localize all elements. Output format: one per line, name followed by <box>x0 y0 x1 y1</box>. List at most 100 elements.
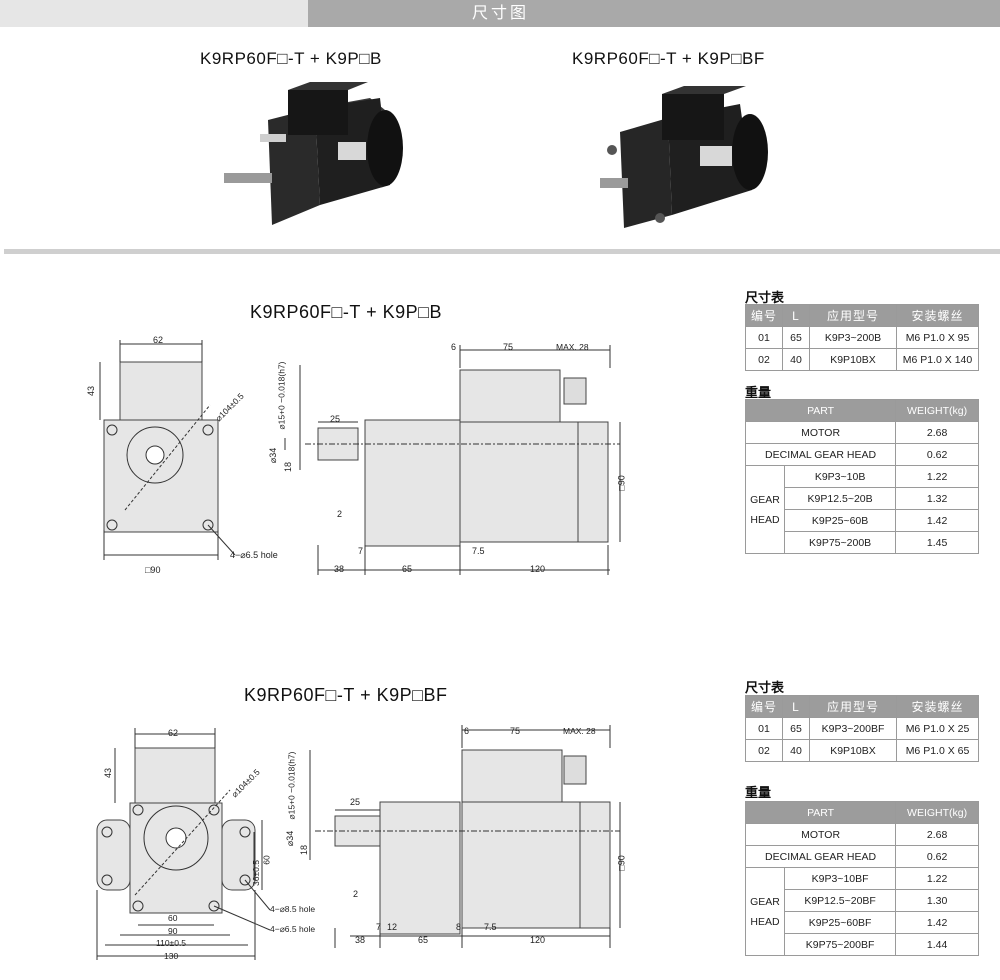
d2-d65: 65 <box>418 935 429 945</box>
d1-d34: ⌀34 <box>268 447 279 464</box>
d2-len25: 25 <box>350 797 361 807</box>
cable-gland <box>563 755 587 785</box>
d2-d34: ⌀34 <box>285 830 296 847</box>
t2-wh1: WEIGHT(kg) <box>895 801 979 824</box>
d2-b130: 130 <box>164 951 179 961</box>
d2-b90: 90 <box>168 926 178 936</box>
terminal-box-side <box>461 749 563 803</box>
t1-weight-title: 重量 <box>745 385 772 400</box>
d1-max28: MAX. 28 <box>556 342 589 352</box>
d2-hole85: 4−⌀8.5 hole <box>270 904 316 914</box>
d2-w62: 62 <box>168 728 179 738</box>
d1-w62: 62 <box>153 335 164 345</box>
top-model-left: K9RP60F□-T + K9P□B <box>200 49 382 68</box>
gear-head-side <box>364 419 461 547</box>
d1-side90: □90 <box>616 475 627 491</box>
d2-d2: 2 <box>353 889 359 899</box>
header-title: 尺寸图 <box>472 5 530 22</box>
d2-d6: 6 <box>464 726 470 736</box>
d2-d36: 36±0.5 <box>250 860 261 886</box>
t2-weight-title: 重量 <box>745 785 772 800</box>
motor-body-side <box>459 421 579 543</box>
gear-flange-front <box>129 802 223 914</box>
t1-h3: 安装螺丝 <box>896 304 979 327</box>
section-divider <box>4 249 1000 254</box>
d2-d7_5: 7.5 <box>484 922 497 932</box>
d1-d6: 6 <box>451 342 457 352</box>
d2-d18: 18 <box>299 844 310 856</box>
t1-wh1: WEIGHT(kg) <box>895 399 979 422</box>
d1-shaft: ⌀15+0 −0.018(h7) <box>276 361 287 430</box>
d2-d60: 60 <box>261 855 272 865</box>
d1-hole: 4−⌀6.5 hole <box>230 550 278 560</box>
d2-side90: □90 <box>616 855 627 871</box>
d2-d120: 120 <box>530 935 546 945</box>
diagram1-drawing <box>99 340 621 575</box>
diagram1-title: K9RP60F□-T + K9P□B <box>250 302 442 322</box>
d1-d2: 2 <box>337 509 343 519</box>
motor-body-side <box>461 801 581 929</box>
d2-d38: 38 <box>355 935 366 945</box>
t1-h1: L <box>782 304 810 327</box>
product-photo-bf <box>600 86 768 228</box>
d1-h43: 43 <box>86 385 97 397</box>
d2-d75: 75 <box>510 726 521 736</box>
d2-b60: 60 <box>168 913 178 923</box>
diagram2-drawing <box>96 725 621 960</box>
t1-h0: 编号 <box>745 304 783 327</box>
shaft-boss <box>126 426 184 484</box>
d1-d38: 38 <box>334 564 345 574</box>
t1-h2: 应用型号 <box>809 304 897 327</box>
t1-wh0: PART <box>744 399 897 422</box>
t2-wh0: PART <box>744 801 897 824</box>
t2-h3: 安装螺丝 <box>896 695 979 718</box>
product-photo-b <box>224 82 403 225</box>
d2-d12: 12 <box>387 922 398 932</box>
d1-d7_5: 7.5 <box>472 546 485 556</box>
d2-shaft: ⌀15+0 −0.018(h7) <box>286 751 297 820</box>
gear-head-side <box>379 801 461 935</box>
terminal-box-front <box>119 361 203 421</box>
d1-d75: 75 <box>503 342 514 352</box>
d1-len25: 25 <box>330 414 341 424</box>
d2-d8: 8 <box>456 922 462 932</box>
cable-gland <box>563 377 587 405</box>
d1-d65: 65 <box>402 564 413 574</box>
output-shaft <box>145 445 165 465</box>
d2-d7: 7 <box>376 922 382 932</box>
d1-d120: 120 <box>530 564 546 574</box>
d2-max28: MAX. 28 <box>563 726 596 736</box>
terminal-box-front <box>134 747 216 804</box>
d2-hole65: 4−⌀6.5 hole <box>270 924 316 934</box>
shaft-boss <box>143 805 209 871</box>
t2-h2: 应用型号 <box>809 695 897 718</box>
d2-b110: 110±0.5 <box>156 938 187 948</box>
d1-d18: 18 <box>283 461 294 473</box>
d1-d7: 7 <box>358 546 364 556</box>
top-model-right: K9RP60F□-T + K9P□BF <box>572 49 765 68</box>
diagram2-title: K9RP60F□-T + K9P□BF <box>244 685 448 705</box>
terminal-box-side <box>459 369 561 423</box>
d1-sq90: □90 <box>145 565 161 575</box>
d2-h43: 43 <box>103 767 114 779</box>
gear-flange-front <box>103 419 219 533</box>
